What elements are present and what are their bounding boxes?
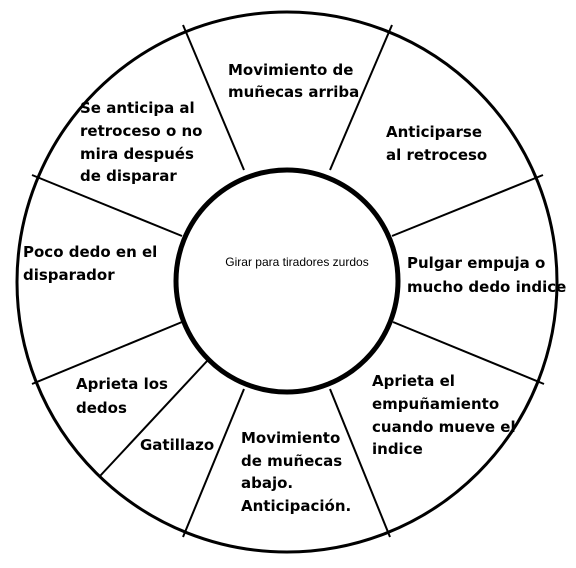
divider-line bbox=[31, 174, 183, 237]
divider-line bbox=[31, 321, 183, 385]
segment-line: Aprieta los bbox=[76, 375, 168, 393]
divider-line bbox=[182, 388, 245, 538]
divider-line bbox=[99, 359, 209, 477]
segment-label-bottom: Movimiento de muñecas abajo. Anticipació… bbox=[241, 429, 351, 515]
center-label: Girar para tiradores zurdos bbox=[225, 255, 368, 269]
segment-label-upper-right: Anticiparse al retroceso bbox=[386, 123, 487, 164]
segment-line: empuñamiento bbox=[372, 395, 499, 413]
divider-line bbox=[329, 24, 393, 171]
segment-line: Se anticipa al bbox=[80, 99, 195, 117]
segment-line: muñecas arriba bbox=[228, 83, 359, 101]
divider-line bbox=[182, 24, 245, 171]
segment-label-right: Pulgar empuja o mucho dedo indice bbox=[407, 254, 566, 296]
segment-line: cuando mueve el bbox=[372, 418, 516, 436]
segment-line: Gatillazo bbox=[140, 436, 214, 454]
divider-line bbox=[391, 174, 544, 237]
segment-line: de muñecas bbox=[241, 452, 342, 470]
segment-label-upper-left: Se anticipa al retroceso o no mira despu… bbox=[80, 99, 208, 185]
segment-line: indice bbox=[372, 440, 423, 458]
segment-line: retroceso o no bbox=[80, 122, 202, 140]
segment-line: Poco dedo en el bbox=[23, 243, 157, 261]
segment-line: disparador bbox=[23, 266, 115, 284]
segment-label-lower-right: Aprieta el empuñamiento cuando mueve el … bbox=[372, 372, 521, 458]
segment-line: Anticipación. bbox=[241, 497, 351, 515]
segment-line: de disparar bbox=[80, 167, 177, 185]
divider-line bbox=[329, 388, 391, 538]
segment-dividers bbox=[31, 24, 545, 538]
segment-line: Aprieta el bbox=[372, 372, 455, 390]
segment-label-left: Poco dedo en el disparador bbox=[23, 243, 163, 284]
segment-line: al retroceso bbox=[386, 146, 487, 164]
segment-line: Anticiparse bbox=[386, 123, 482, 141]
center-circle[interactable] bbox=[173, 167, 401, 395]
segment-label-top: Movimiento de muñecas arriba bbox=[228, 61, 359, 101]
segment-line: mira después bbox=[80, 145, 194, 163]
segment-line: abajo. bbox=[241, 474, 293, 492]
segment-line: Movimiento de bbox=[228, 61, 353, 79]
segment-label-lower-left-inner: Gatillazo bbox=[140, 436, 214, 454]
segment-label-lower-left: Aprieta los dedos bbox=[76, 375, 173, 417]
divider-line bbox=[392, 321, 545, 385]
segment-line: dedos bbox=[76, 399, 127, 417]
segment-line: Pulgar empuja o bbox=[407, 254, 545, 272]
segment-line: mucho dedo indice bbox=[407, 278, 566, 296]
segment-line: Movimiento bbox=[241, 429, 340, 447]
